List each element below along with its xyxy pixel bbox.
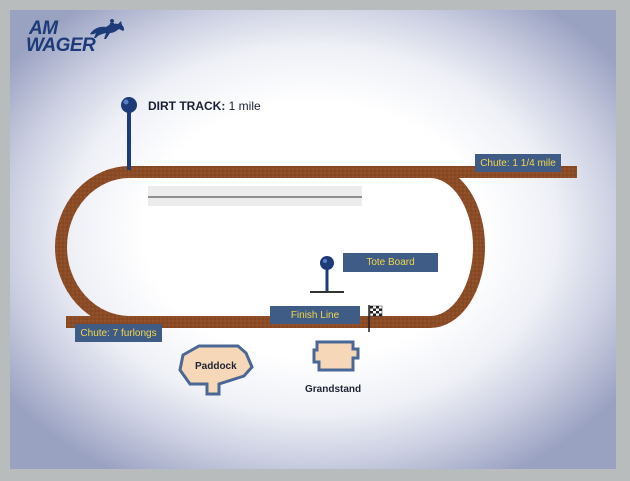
marker-pin-icon [121, 97, 137, 170]
dirt-track-title-bold: DIRT TRACK: [148, 99, 226, 113]
chute-long-label: Chute: 1 1/4 mile [475, 154, 561, 172]
finish-line-label: Finish Line [270, 306, 360, 324]
amwager-logo: AM WAGER [26, 18, 125, 56]
dirt-oval [55, 166, 485, 328]
chute-short-label: Chute: 7 furlongs [75, 324, 162, 342]
tote-board-label: Tote Board [343, 253, 438, 272]
logo-line-2: WAGER [26, 35, 96, 56]
checkered-flag-icon [368, 305, 383, 332]
horse-rider-icon [90, 19, 125, 39]
paddock-building [178, 344, 254, 396]
grandstand-label: Grandstand [305, 384, 362, 395]
infield-rail-shade [148, 186, 362, 206]
tote-board-pin-icon [310, 256, 344, 293]
dirt-track-title-rest: 1 mile [225, 99, 261, 113]
dirt-track-title: DIRT TRACK: 1 mile [148, 99, 261, 113]
grandstand-building [312, 340, 360, 372]
logo-line-1: AM [29, 18, 58, 39]
map-frame [10, 10, 616, 469]
paddock-label: Paddock [195, 361, 237, 372]
